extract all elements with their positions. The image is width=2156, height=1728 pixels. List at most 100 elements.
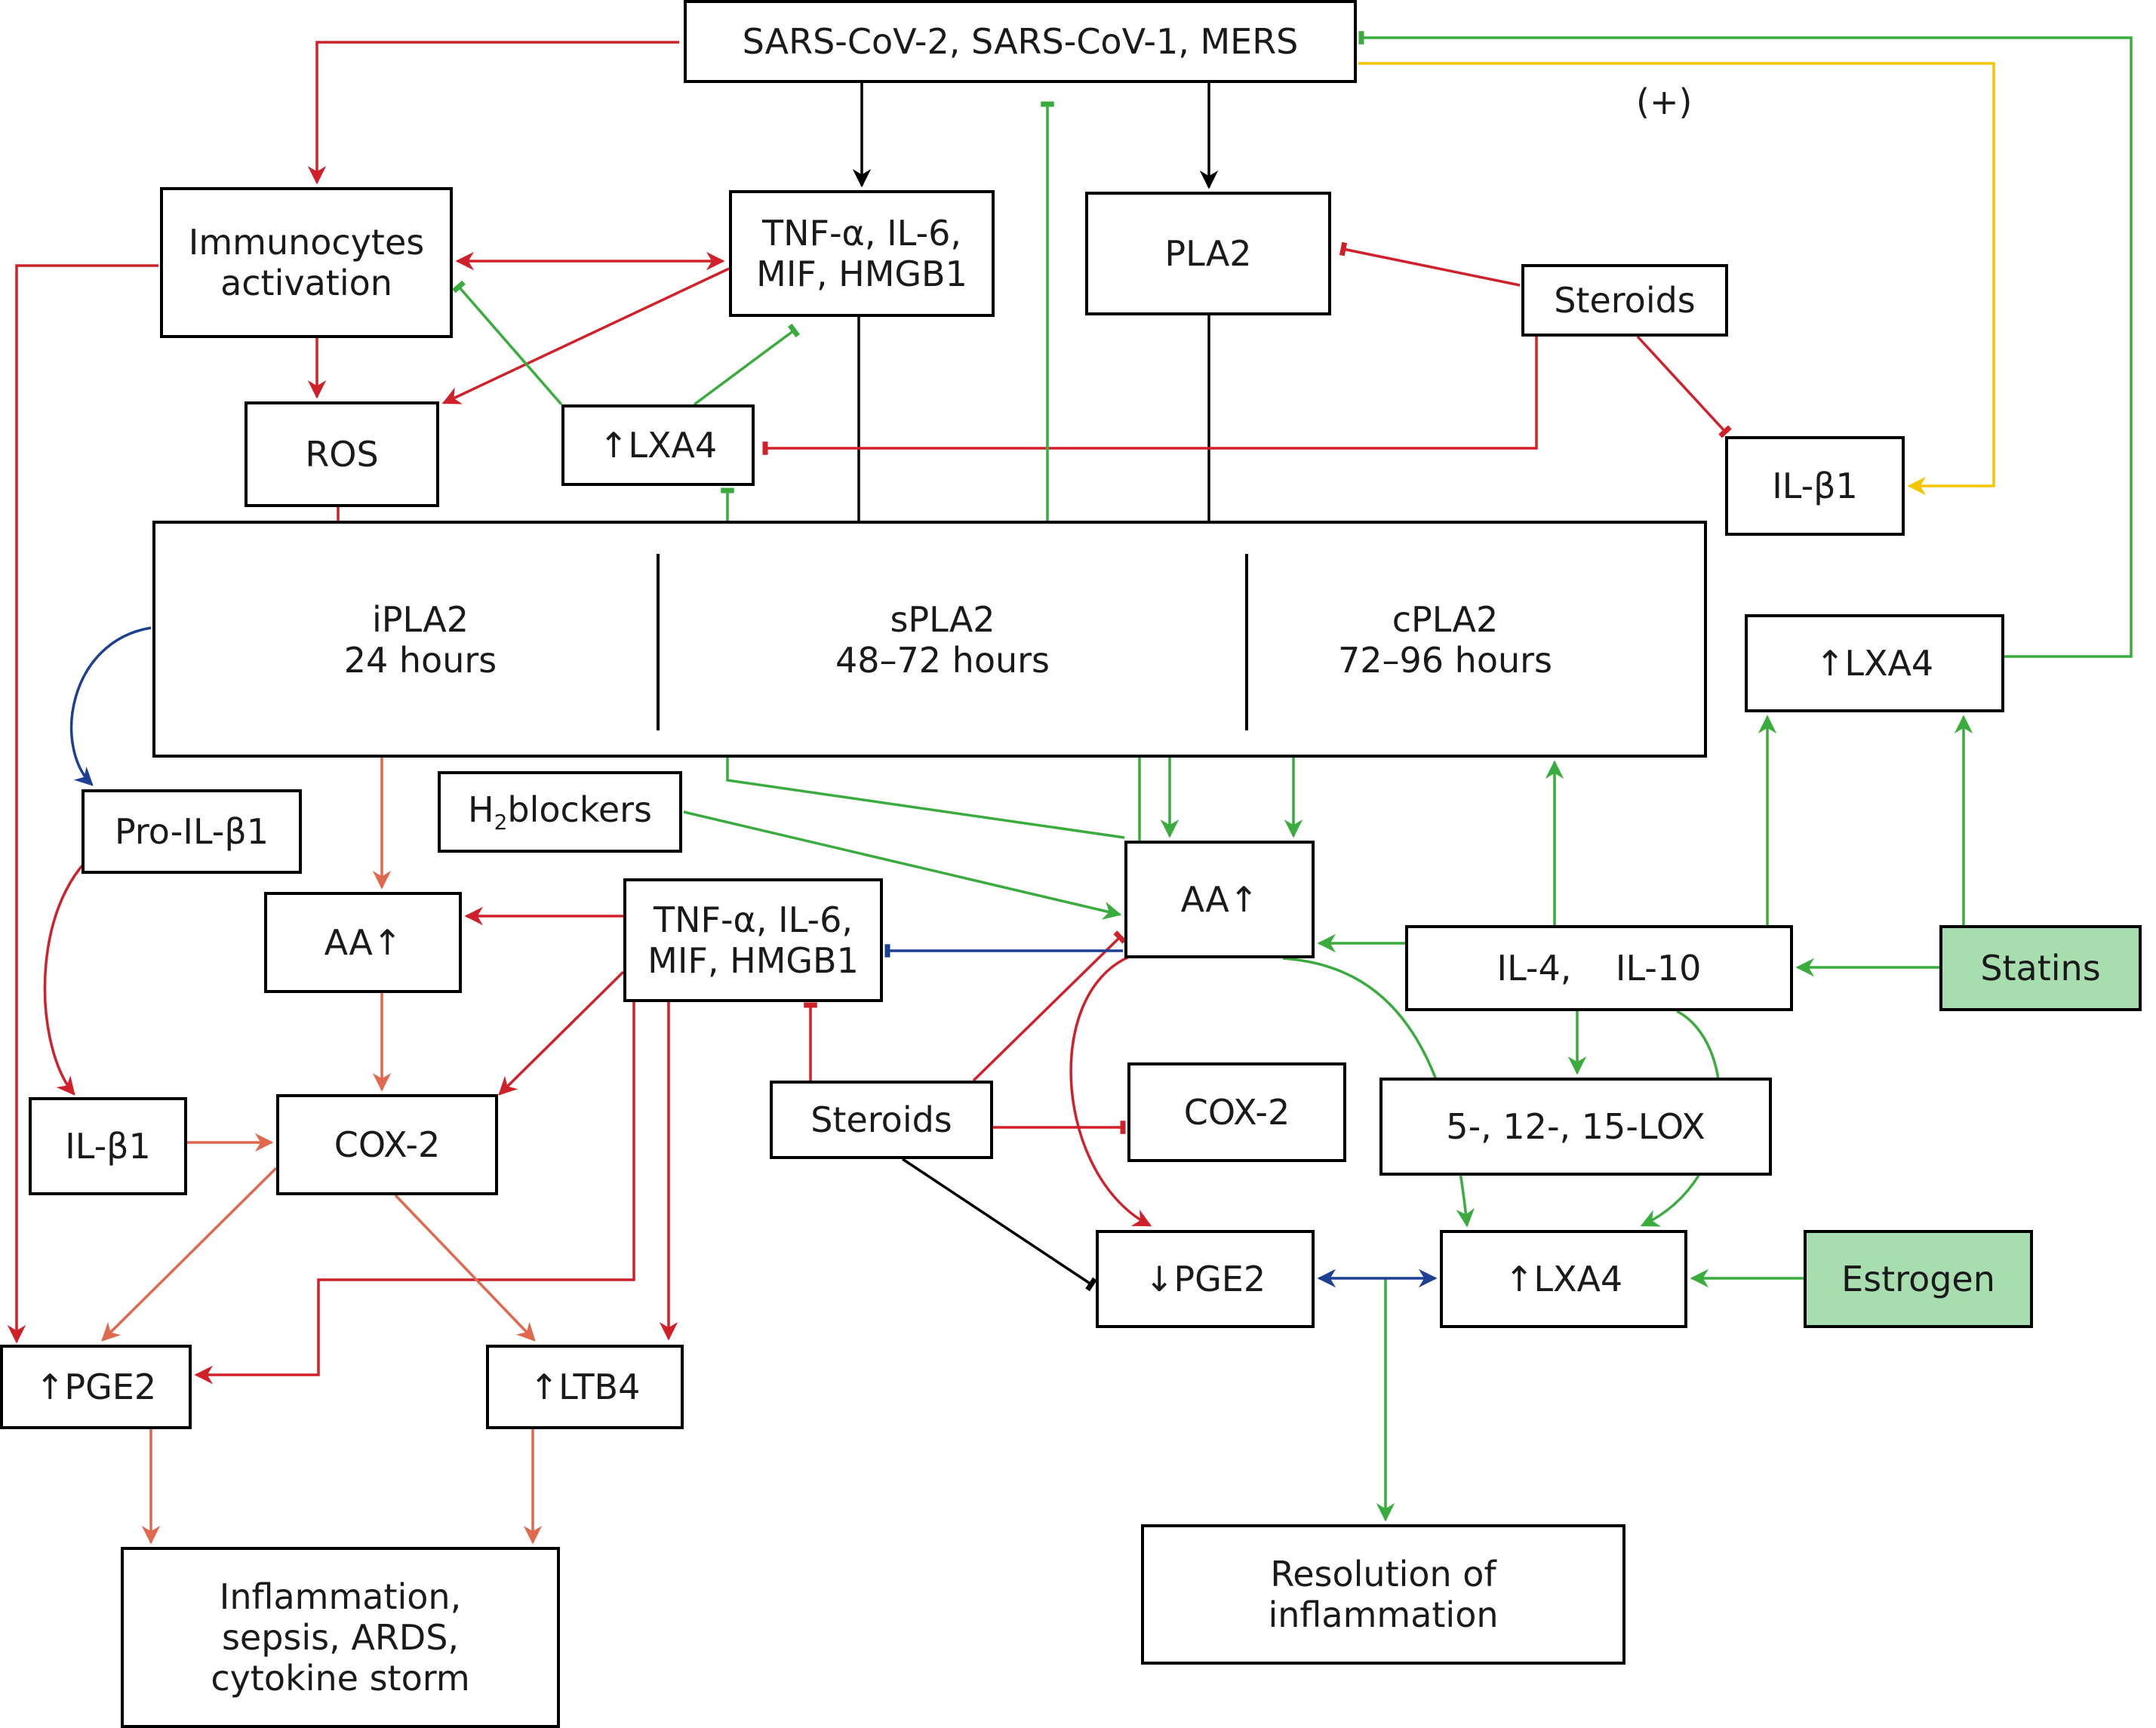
aa-right-label: AA↑ bbox=[1180, 878, 1259, 920]
pge2-down-label: ↓PGE2 bbox=[1144, 1258, 1266, 1299]
lxa4-top-box: ↑LXA4 bbox=[561, 404, 755, 486]
lxa4-top-label: ↑LXA4 bbox=[598, 424, 718, 466]
cpla2-name: cPLA2 bbox=[1392, 599, 1499, 640]
edge-lxa4-inhibit-immunocytes bbox=[452, 280, 563, 406]
h2-subscript: 2 bbox=[494, 810, 508, 835]
il4-il10-label: IL-4, IL-10 bbox=[1496, 947, 1702, 989]
pge2-up-box: ↑PGE2 bbox=[0, 1345, 192, 1429]
estrogen-box: Estrogen bbox=[1804, 1230, 2033, 1328]
ltb4-up-box: ↑LTB4 bbox=[486, 1345, 684, 1429]
cpla2-stage: cPLA2 72–96 hours bbox=[1290, 599, 1600, 681]
positive-effect-label: (+) bbox=[1636, 81, 1693, 122]
cytokines-mid-box: TNF-α, IL-6, MIF, HMGB1 bbox=[623, 878, 883, 1002]
h2-blockers-word: blockers bbox=[507, 789, 652, 830]
ipla2-stage: iPLA2 24 hours bbox=[266, 599, 575, 681]
cox2-mid-box: COX-2 bbox=[1127, 1062, 1346, 1162]
lxa4-bottom-label: ↑LXA4 bbox=[1504, 1258, 1623, 1299]
pla2-label: PLA2 bbox=[1164, 232, 1252, 274]
cytokines-top-line-1: TNF-α, IL-6, bbox=[761, 212, 961, 254]
aa-left-box: AA↑ bbox=[264, 892, 462, 993]
cox2-left-box: COX-2 bbox=[276, 1094, 498, 1195]
pge2-up-label: ↑PGE2 bbox=[35, 1366, 157, 1407]
edge-pro-il-to-il-beta1 bbox=[43, 839, 114, 1096]
edge-cytokines-mid-to-cox2 bbox=[498, 970, 625, 1096]
virus-label: SARS-CoV-2, SARS-CoV-1, MERS bbox=[742, 20, 1299, 62]
cpla2-time: 72–96 hours bbox=[1337, 640, 1553, 681]
il4-il10-box: IL-4, IL-10 bbox=[1405, 925, 1793, 1011]
il-beta1-left-box: IL-β1 bbox=[29, 1097, 187, 1195]
ipla2-time: 24 hours bbox=[343, 640, 497, 681]
resolution-line-2: inflammation bbox=[1268, 1594, 1499, 1635]
ros-box: ROS bbox=[245, 401, 439, 507]
edge-h2-blockers-to-aa bbox=[683, 810, 1122, 920]
lxa4-right-label: ↑LXA4 bbox=[1815, 642, 1934, 684]
il-beta1-right-box: IL-β1 bbox=[1725, 436, 1905, 536]
edge-aa-to-pge2-down bbox=[1069, 955, 1152, 1227]
stage-divider-1 bbox=[657, 554, 660, 730]
edge-steroids-inhibit-aa bbox=[972, 930, 1127, 1082]
resolution-line-1: Resolution of bbox=[1270, 1553, 1496, 1594]
aa-left-label: AA↑ bbox=[324, 921, 402, 963]
ipla2-name: iPLA2 bbox=[372, 599, 469, 640]
edge-ipla2-to-pro-il-beta1 bbox=[69, 626, 152, 786]
statins-label: Statins bbox=[1980, 947, 2101, 989]
cytokines-mid-line-2: MIF, HMGB1 bbox=[647, 940, 859, 981]
steroids-mid-box: Steroids bbox=[770, 1081, 993, 1159]
inflammation-line-2: sepsis, ARDS, bbox=[221, 1616, 460, 1658]
inflammation-line-3: cytokine storm bbox=[211, 1658, 470, 1699]
edge-steroids-inhibit-pge2 bbox=[902, 1158, 1097, 1292]
pla2-stages-box bbox=[152, 521, 1707, 758]
stage-divider-2 bbox=[1245, 554, 1248, 730]
aa-right-box: AA↑ bbox=[1124, 841, 1315, 958]
il-beta1-left-label: IL-β1 bbox=[65, 1125, 151, 1167]
edge-steroids-inhibit-lxa4 bbox=[762, 337, 1538, 455]
spla2-name: sPLA2 bbox=[890, 599, 995, 640]
edge-cytokines-to-ros bbox=[441, 267, 730, 404]
spla2-stage: sPLA2 48–72 hours bbox=[788, 599, 1097, 681]
cytokines-mid-line-1: TNF-α, IL-6, bbox=[653, 899, 853, 940]
immunocytes-activation-box: Immunocytes activation bbox=[160, 187, 453, 338]
edge-cox2-to-ltb4 bbox=[394, 1194, 536, 1342]
h2-letter: H bbox=[467, 789, 494, 830]
pro-il-beta1-label: Pro-IL-β1 bbox=[114, 810, 269, 852]
ltb4-up-label: ↑LTB4 bbox=[529, 1366, 641, 1407]
edge-virus-to-il-beta1 bbox=[1358, 62, 1995, 496]
estrogen-label: Estrogen bbox=[1841, 1258, 1995, 1299]
edge-immunocytes-to-pge2 bbox=[7, 264, 158, 1344]
edge-virus-to-immunocytes bbox=[307, 41, 679, 185]
cox2-mid-label: COX-2 bbox=[1183, 1091, 1290, 1133]
immunocytes-line-2: activation bbox=[220, 263, 392, 303]
edge-steroids-inhibit-il-beta1 bbox=[1636, 335, 1732, 438]
ros-label: ROS bbox=[305, 433, 379, 475]
il-beta1-right-label: IL-β1 bbox=[1772, 465, 1858, 506]
resolution-box: Resolution of inflammation bbox=[1141, 1524, 1625, 1665]
cox2-left-label: COX-2 bbox=[334, 1124, 441, 1165]
pro-il-beta1-box: Pro-IL-β1 bbox=[82, 789, 302, 874]
steroids-mid-label: Steroids bbox=[810, 1099, 952, 1140]
lox-label: 5-, 12-, 15-LOX bbox=[1446, 1105, 1705, 1147]
edge-cox2-to-pge2 bbox=[101, 1167, 278, 1342]
edge-cytokines-mid-to-pge2 bbox=[194, 1002, 635, 1385]
edge-lxa4-right-inhibit-virus bbox=[1358, 31, 2133, 658]
inflammation-box: Inflammation, sepsis, ARDS, cytokine sto… bbox=[121, 1547, 560, 1728]
edge-steroids-inhibit-pla2 bbox=[1339, 241, 1521, 287]
cytokines-top-line-2: MIF, HMGB1 bbox=[756, 254, 967, 294]
lxa4-bottom-box: ↑LXA4 bbox=[1440, 1230, 1687, 1328]
lxa4-right-box: ↑LXA4 bbox=[1745, 614, 2004, 712]
cytokines-top-box: TNF-α, IL-6, MIF, HMGB1 bbox=[729, 190, 995, 317]
pla2-box: PLA2 bbox=[1085, 192, 1331, 315]
pge2-down-box: ↓PGE2 bbox=[1096, 1230, 1315, 1328]
lox-box: 5-, 12-, 15-LOX bbox=[1379, 1078, 1772, 1176]
statins-box: Statins bbox=[1939, 925, 2142, 1011]
steroids-top-label: Steroids bbox=[1554, 279, 1696, 321]
h2-blockers-box: H2blockers bbox=[438, 771, 682, 853]
inflammation-line-1: Inflammation, bbox=[219, 1576, 462, 1617]
virus-box: SARS-CoV-2, SARS-CoV-1, MERS bbox=[684, 0, 1357, 83]
steroids-top-box: Steroids bbox=[1521, 264, 1728, 337]
h2-blockers-label: H2blockers bbox=[468, 789, 652, 835]
edge-lxa4-inhibit-cytokines bbox=[693, 323, 801, 406]
spla2-time: 48–72 hours bbox=[835, 640, 1050, 681]
immunocytes-line-1: Immunocytes bbox=[188, 221, 425, 263]
